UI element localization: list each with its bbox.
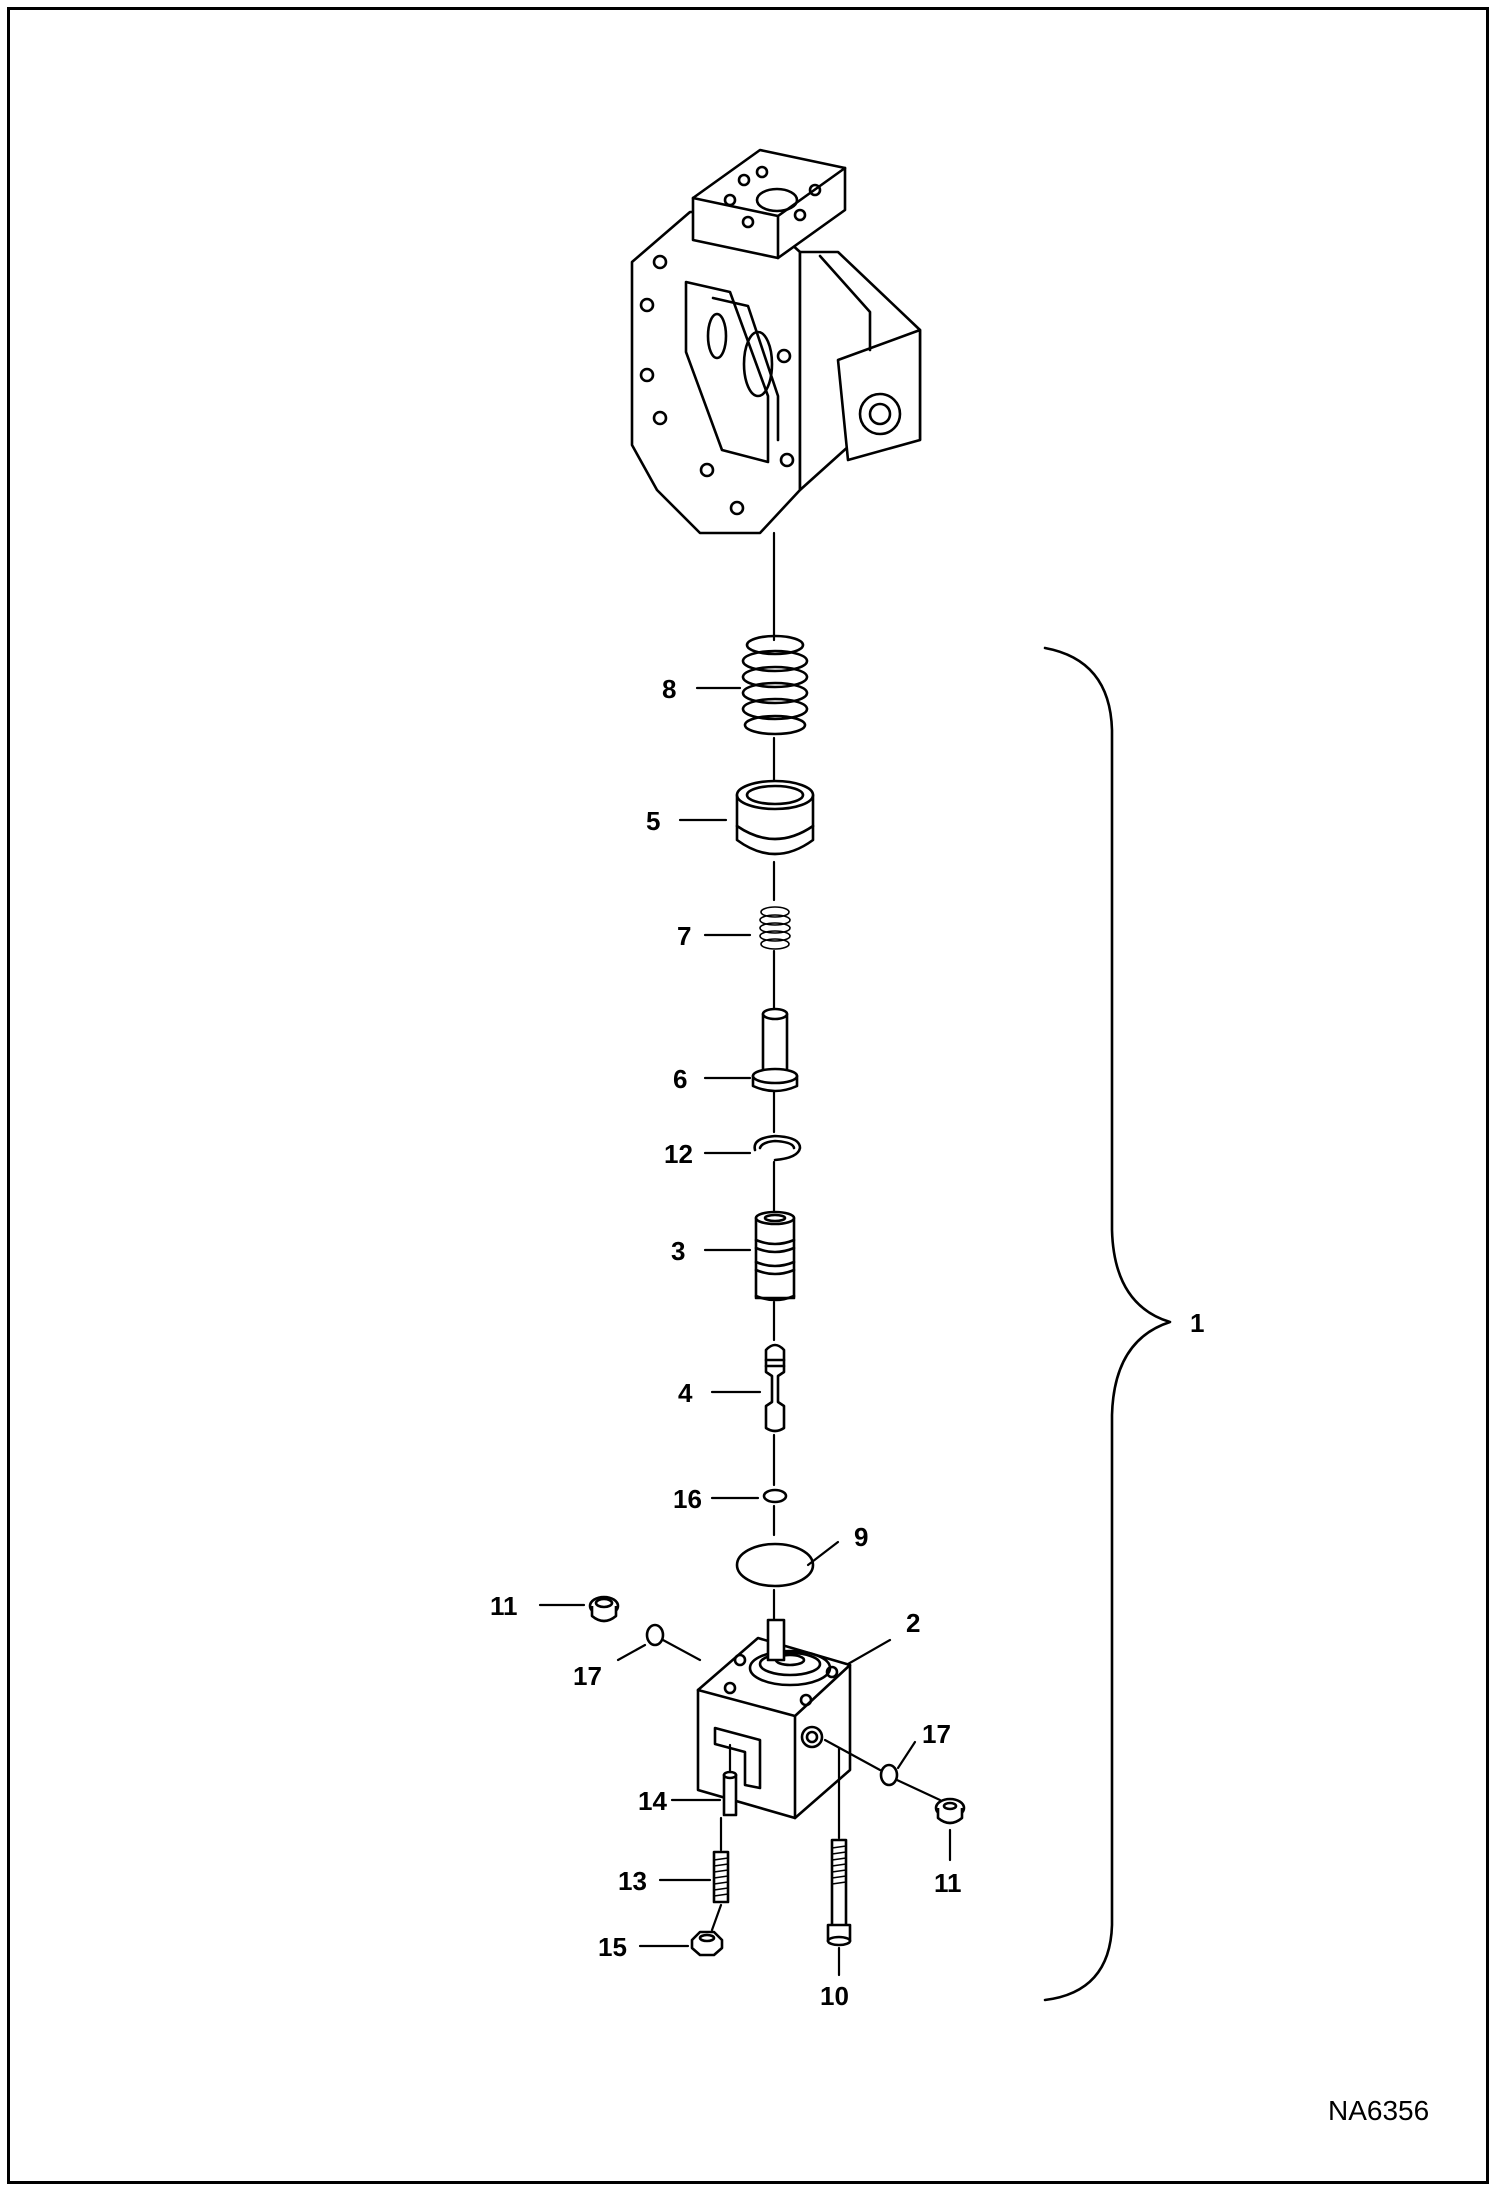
assembly-brace	[1043, 646, 1172, 2002]
small-o-ring-part-16	[762, 1488, 788, 1504]
callout-7: 7	[677, 921, 691, 951]
dowel-pin-part-14	[722, 1770, 738, 1817]
disc-part-9	[735, 1542, 815, 1588]
plug-part-11-right	[934, 1797, 966, 1825]
callout-6: 6	[673, 1064, 687, 1094]
callout-2: 2	[906, 1608, 920, 1638]
callout-14: 14	[638, 1786, 667, 1816]
small-spring-part-7	[759, 906, 791, 950]
callout-12: 12	[664, 1139, 693, 1169]
spool-sleeve-part-3	[754, 1210, 796, 1302]
callout-8: 8	[662, 674, 676, 704]
callout-11-right: 11	[934, 1868, 962, 1898]
callout-9: 9	[854, 1522, 868, 1552]
callout-5: 5	[646, 806, 660, 836]
valve-body-part-2	[696, 1618, 852, 1820]
callout-17-left: 17	[573, 1661, 602, 1691]
callout-4: 4	[678, 1378, 693, 1408]
page-border	[7, 7, 1489, 2184]
figure-code: NA6356	[1328, 2095, 1429, 2126]
callout-10: 10	[820, 1981, 849, 2011]
large-spring-part-8	[741, 634, 809, 736]
pin-part-6	[751, 1007, 799, 1093]
set-screw-part-13	[712, 1850, 730, 1904]
callout-13: 13	[618, 1866, 647, 1896]
callout-leaders	[538, 686, 952, 1977]
spring-retainer-part-5	[735, 779, 815, 856]
callout-17-right: 17	[922, 1719, 951, 1749]
callout-11-left: 11	[490, 1591, 518, 1621]
callout-15: 15	[598, 1932, 627, 1962]
callout-1: 1	[1190, 1308, 1204, 1338]
o-ring-part-17-right	[879, 1763, 899, 1787]
callout-3: 3	[671, 1236, 685, 1266]
spool-part-4	[764, 1343, 786, 1433]
o-ring-part-17-left	[645, 1623, 665, 1647]
snap-ring-part-12	[753, 1134, 802, 1162]
nut-part-15	[690, 1930, 724, 1957]
bolt-part-10	[826, 1838, 852, 1947]
plug-part-11-left	[588, 1595, 620, 1623]
pump-housing	[630, 148, 922, 535]
callout-16: 16	[673, 1484, 702, 1514]
